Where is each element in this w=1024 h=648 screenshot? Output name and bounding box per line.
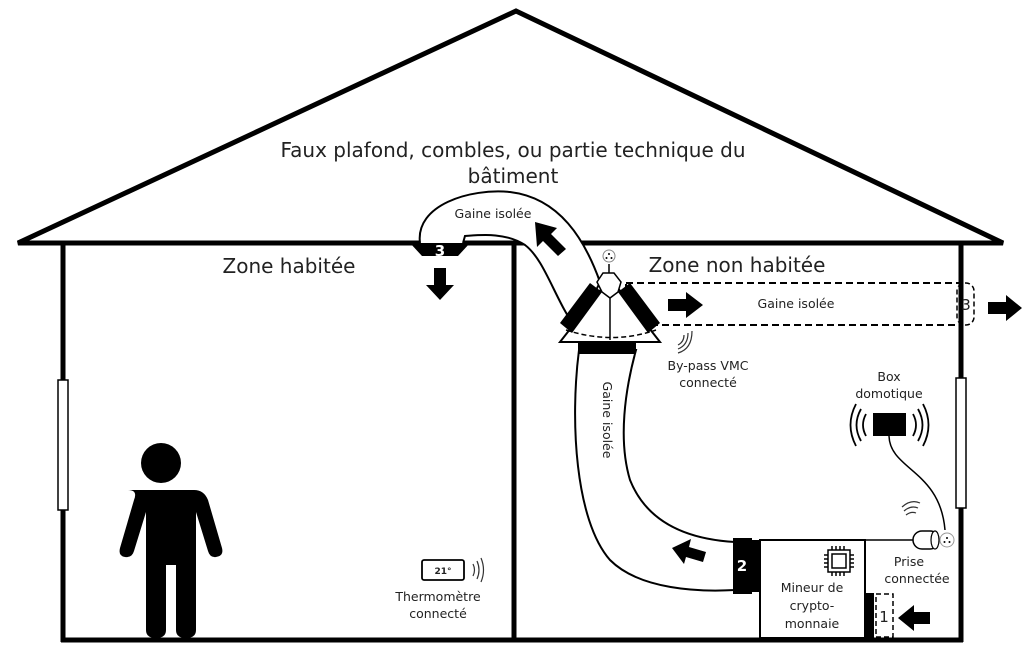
plug-label-line2: connectée — [884, 571, 950, 586]
thermometer-label-line1: Thermomètre — [394, 589, 481, 604]
attic-title-line1: Faux plafond, combles, ou partie techniq… — [280, 138, 745, 162]
miner-outlet-2 — [733, 538, 752, 594]
horizontal-duct-label: Gaine isolée — [758, 296, 835, 311]
upper-duct-label: Gaine isolée — [455, 206, 532, 221]
miner-inlet-bar — [865, 593, 874, 638]
miner-outlet-2-number: 2 — [737, 557, 747, 575]
horizontal-insulated-duct — [625, 282, 963, 326]
box-label-line1: Box — [877, 369, 900, 384]
plug-label-line1: Prise — [894, 554, 924, 569]
power-socket-icon — [602, 249, 616, 263]
window-right — [955, 377, 967, 509]
home-automation-box — [873, 413, 906, 436]
arrow-right-icon — [668, 292, 703, 318]
zone-inhabited-label: Zone habitée — [223, 254, 356, 278]
attic-title-line2: bâtiment — [468, 164, 559, 188]
arrow-left-up-icon — [672, 539, 706, 564]
bypass-label-line1: By-pass VMC — [668, 358, 749, 373]
box-label-line2: domotique — [855, 386, 923, 401]
crypto-miner-box — [759, 539, 866, 639]
arrow-down-icon — [426, 268, 454, 300]
wifi-icon-plug — [901, 501, 921, 516]
thermometer-display: 21° — [434, 567, 451, 577]
person-icon — [119, 443, 223, 638]
zone-uninhabited-label: Zone non habitée — [649, 253, 826, 277]
miner-inlet-1-number: 1 — [879, 608, 889, 626]
vertical-duct-label: Gaine isolée — [600, 382, 615, 459]
roof — [16, 8, 1005, 246]
vmc-bypass-unit — [557, 264, 663, 354]
miner-outlet-bar — [752, 540, 761, 592]
thermometer-label-line2: connecté — [409, 606, 467, 621]
window-left — [57, 379, 69, 511]
miner-label-line1: Mineur de — [781, 580, 844, 595]
house-walls — [60, 243, 964, 643]
arrow-up-left-icon — [535, 222, 566, 256]
exterior-outlet-3 — [956, 282, 975, 326]
smart-plug-icon — [912, 530, 955, 550]
box-cable — [888, 435, 946, 531]
wifi-icon-bypass — [677, 330, 693, 354]
bypass-label-line2: connecté — [679, 375, 737, 390]
miner-inlet-1 — [875, 593, 894, 638]
wifi-icon-box — [849, 403, 930, 447]
miner-label-line3: monnaie — [785, 616, 840, 631]
ceiling-outlet-3 — [410, 243, 470, 256]
miner-label-line2: crypto- — [790, 598, 835, 613]
arrow-left-icon — [898, 605, 930, 631]
chip-icon — [824, 546, 854, 576]
arrow-right-exhaust-icon — [988, 295, 1022, 321]
exterior-outlet-3-number: 3 — [961, 296, 971, 314]
wifi-icon-thermometer — [472, 557, 485, 583]
thermometer-device — [421, 559, 465, 581]
ceiling-outlet-3-number: 3 — [435, 242, 445, 260]
